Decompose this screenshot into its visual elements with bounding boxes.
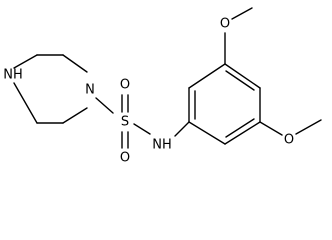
- atom-o-meta-bottom: O: [284, 133, 294, 148]
- bond: [225, 118, 255, 138]
- bond: [224, 63, 261, 89]
- benzene-ring: [174, 63, 261, 145]
- bond: [13, 54, 38, 69]
- atom-label-o: O: [220, 17, 230, 32]
- bond: [231, 7, 253, 20]
- bond: [188, 121, 226, 145]
- atom-o-top: O: [120, 78, 130, 93]
- bond: [259, 121, 283, 136]
- methoxy-bottom: [259, 119, 322, 136]
- atom-label-o: O: [284, 133, 294, 148]
- methoxy-top: [224, 7, 253, 65]
- atom-label-o: O: [120, 78, 130, 93]
- structure-diagram: NH N S O O NH O O: [3, 7, 322, 166]
- atom-label-s: S: [121, 115, 129, 130]
- atom-label-nh: NH: [3, 68, 23, 83]
- bond: [133, 123, 151, 135]
- bond: [225, 70, 255, 91]
- atom-s: S: [121, 115, 129, 130]
- bond: [174, 121, 190, 137]
- atom-nh-amide: NH: [152, 138, 172, 153]
- atom-o-meta-top: O: [220, 17, 230, 32]
- bond: [95, 97, 114, 114]
- atom-label-n: N: [85, 83, 95, 98]
- atom-label-o: O: [120, 151, 130, 166]
- sulfonyl-group: [95, 94, 151, 149]
- bond: [188, 63, 226, 89]
- bond: [224, 121, 261, 145]
- atom-n-ring: N: [85, 83, 95, 98]
- piperazine-ring: [13, 54, 88, 124]
- bond: [295, 119, 322, 135]
- bond: [62, 107, 88, 124]
- bond: [13, 82, 38, 124]
- atom-nh: NH: [3, 68, 23, 83]
- atom-o-bottom: O: [120, 151, 130, 166]
- bond: [62, 54, 88, 73]
- atom-label-nh: NH: [152, 138, 172, 153]
